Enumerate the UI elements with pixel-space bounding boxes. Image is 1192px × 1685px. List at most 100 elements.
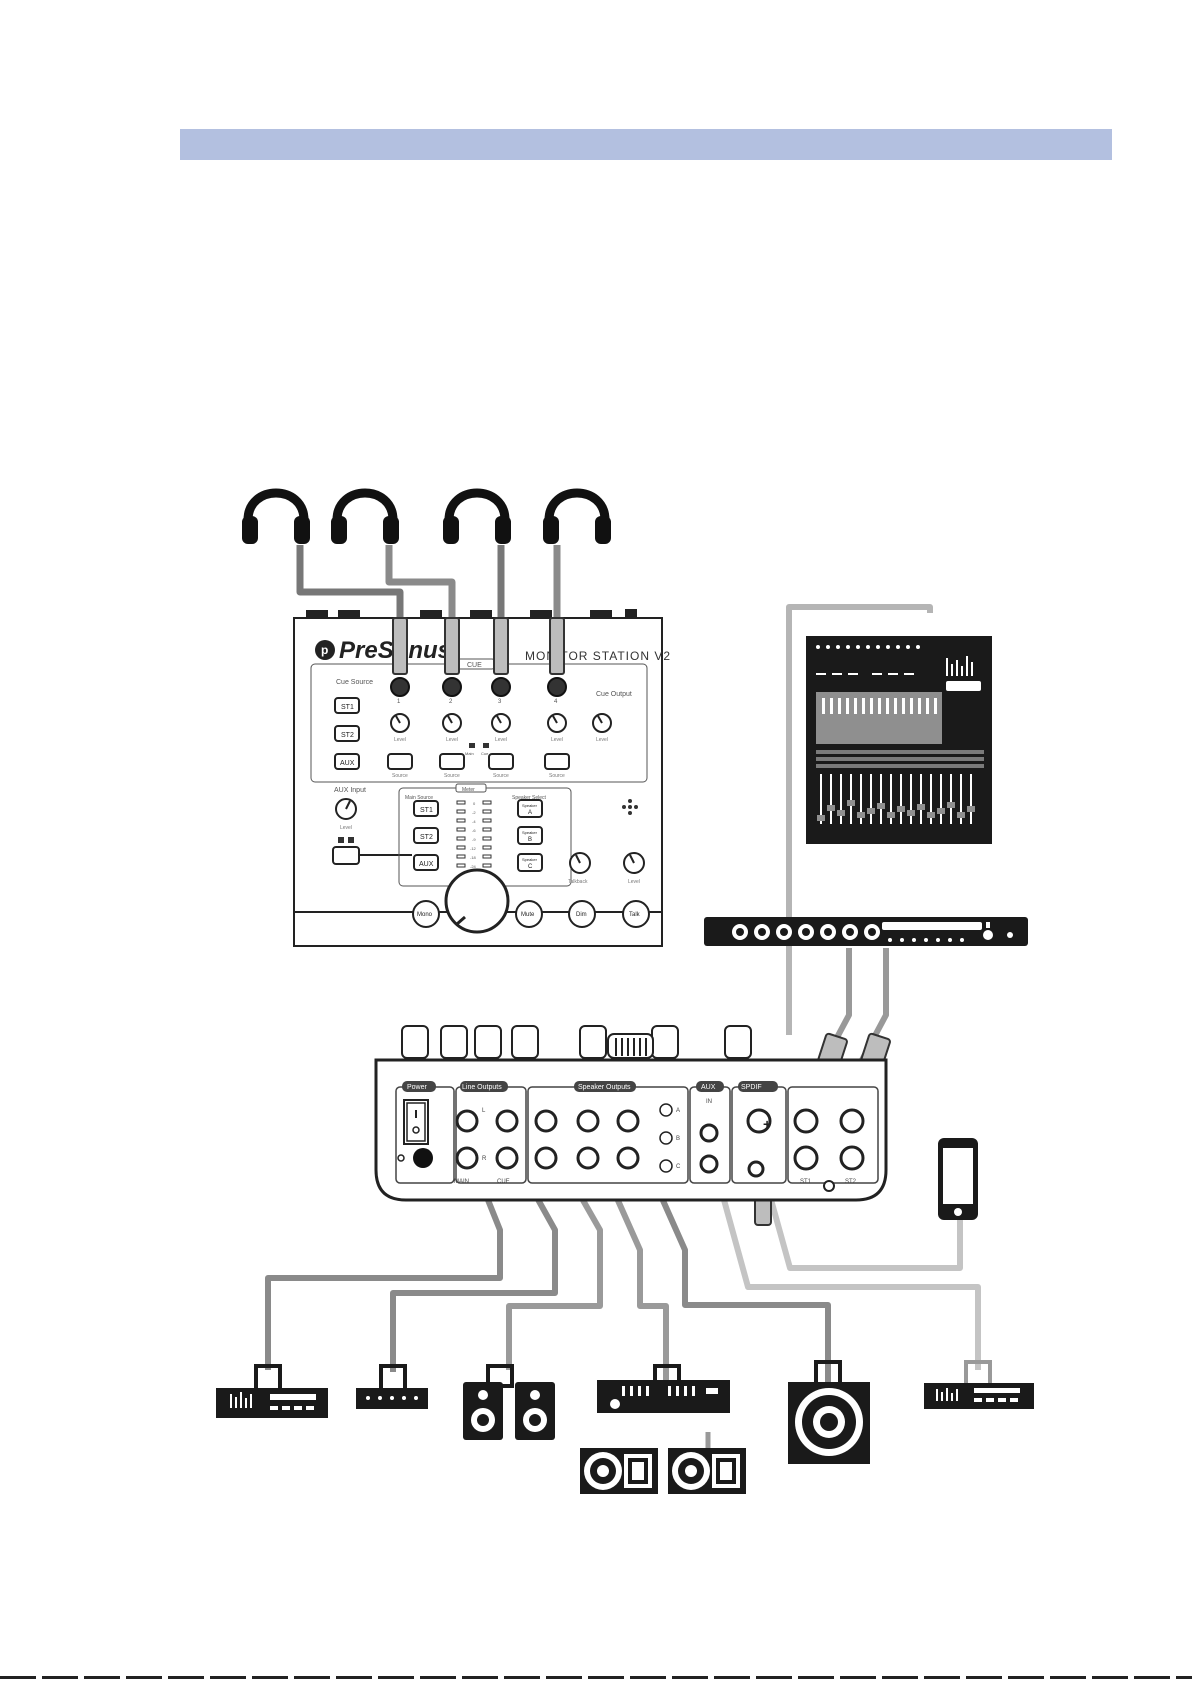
phones-2-source-button[interactable] bbox=[439, 753, 465, 770]
cue-source-st2-button[interactable] bbox=[334, 725, 360, 742]
dim-button[interactable] bbox=[568, 900, 596, 928]
talk-button[interactable] bbox=[622, 900, 650, 928]
svg-text:+: + bbox=[763, 1116, 771, 1132]
headphones-icon bbox=[543, 488, 611, 544]
phones-1-label: 1 bbox=[397, 699, 401, 705]
phones-3-level-label: Level bbox=[495, 737, 507, 743]
speaker-outputs-section-label: Speaker Outputs bbox=[578, 1084, 631, 1091]
phones-2-level-label: Level bbox=[446, 737, 458, 743]
talkback-mic-switch[interactable] bbox=[332, 846, 360, 865]
talkback-knob-label: Talkback bbox=[568, 879, 588, 885]
phones-3-source-label: Source bbox=[493, 773, 509, 779]
svg-text:p: p bbox=[321, 643, 328, 657]
main-source-st2-button[interactable] bbox=[413, 827, 439, 844]
phones-3-label: 3 bbox=[498, 699, 502, 705]
meter-scale-label: 0 bbox=[473, 801, 476, 806]
mono-button[interactable] bbox=[412, 900, 440, 928]
aux-section-label: AUX bbox=[701, 1084, 716, 1091]
rack-processor-icon bbox=[216, 1364, 328, 1418]
phones-1-level-label: Level bbox=[394, 737, 406, 743]
meter-scale-label: -18 bbox=[470, 855, 477, 860]
main-source-aux-button[interactable] bbox=[413, 854, 439, 871]
line-outputs-section-label: Line Outputs bbox=[462, 1084, 502, 1091]
phones-2-source-label: Source bbox=[444, 773, 460, 779]
headphones-icon bbox=[443, 488, 511, 544]
speaker-c-top-label: Speaker bbox=[522, 857, 538, 862]
speaker-c-button[interactable] bbox=[517, 853, 543, 872]
page-footer-rule bbox=[0, 1676, 1192, 1679]
cue-output-level-label: Level bbox=[596, 737, 608, 743]
main-source-label: Main Source bbox=[405, 795, 433, 801]
power-section-label: Power bbox=[407, 1084, 428, 1091]
main-source-st2-label: ST2 bbox=[420, 834, 433, 841]
recorder-unit-icon bbox=[924, 1360, 1034, 1409]
dim-button-label: Dim bbox=[576, 912, 587, 918]
headphones-icon bbox=[331, 488, 399, 544]
speaker-b-trim-knob[interactable] bbox=[659, 1131, 673, 1145]
talkback-mic-icon bbox=[622, 799, 638, 815]
speaker-a-letter: A bbox=[528, 810, 532, 816]
meter-scale-label: -2 bbox=[472, 810, 476, 815]
power-amplifier-icon bbox=[597, 1364, 730, 1413]
phones-4-label: 4 bbox=[554, 699, 558, 705]
speaker-b-button[interactable] bbox=[517, 826, 543, 845]
cue-section-label: CUE bbox=[467, 662, 482, 669]
output-cables bbox=[265, 1158, 981, 1470]
cue-source-aux-button[interactable] bbox=[334, 753, 360, 770]
power-inlet bbox=[413, 1148, 433, 1168]
mute-button[interactable] bbox=[515, 900, 543, 928]
meter-scale-label: -9 bbox=[472, 837, 476, 842]
cue-label: Cue bbox=[481, 751, 489, 756]
cue-source-st1-button[interactable] bbox=[334, 697, 360, 714]
stereo-input-2-label: ST2 bbox=[845, 1179, 857, 1185]
preamp-unit-icon bbox=[356, 1364, 428, 1409]
speaker-c-trim-knob[interactable] bbox=[659, 1159, 673, 1173]
presonus-logo-icon: p bbox=[315, 640, 335, 660]
mono-button-label: Mono bbox=[417, 912, 433, 918]
main-label: Main bbox=[465, 751, 474, 756]
phones-3-source-button[interactable] bbox=[488, 753, 514, 770]
meter-scale-label: -12 bbox=[470, 846, 477, 851]
cue-source-st1-label: ST1 bbox=[341, 704, 354, 711]
phones-2-label: 2 bbox=[449, 699, 453, 705]
talk-button-label: Talk bbox=[629, 912, 641, 918]
spdif-section-label: SPDIF bbox=[741, 1084, 762, 1091]
speaker-b-letter-label: B bbox=[676, 1136, 680, 1142]
section-header-bar bbox=[180, 129, 1112, 160]
speaker-b-letter: B bbox=[528, 837, 532, 843]
model-name: MONITOR STATION V2 bbox=[525, 649, 671, 663]
phones-jacks bbox=[390, 677, 567, 697]
meter-scale-label: -4 bbox=[472, 819, 476, 824]
speaker-b-top-label: Speaker bbox=[522, 830, 538, 835]
cue-output-label: Cue Output bbox=[596, 691, 632, 698]
headphones-icon bbox=[242, 488, 310, 544]
monitor-station-device: p PreSonus MONITOR STATION V2 CUE Cue So… bbox=[293, 609, 671, 947]
speaker-a-top-label: Speaker bbox=[522, 803, 538, 808]
speaker-c-letter: C bbox=[528, 864, 533, 870]
studio-monitors-icon bbox=[463, 1364, 555, 1440]
talk-level-knob-label: Level bbox=[628, 879, 640, 885]
phones-4-source-button[interactable] bbox=[544, 753, 570, 770]
stereo-input-1-label: ST1 bbox=[800, 1179, 812, 1185]
aux-in-label: IN bbox=[706, 1099, 712, 1105]
passive-speakers-icon bbox=[580, 1448, 746, 1494]
speaker-a-letter-label: A bbox=[676, 1108, 680, 1114]
phones-4-level-label: Level bbox=[551, 737, 563, 743]
meter-scale-label: -6 bbox=[472, 828, 476, 833]
main-source-st1-label: ST1 bbox=[420, 807, 433, 814]
cue-source-aux-label: AUX bbox=[340, 760, 355, 767]
mute-button-label: Mute bbox=[521, 912, 535, 918]
speaker-select-label: Speaker Select bbox=[512, 795, 547, 801]
line-output-cue-label: CUE bbox=[497, 1179, 510, 1185]
speaker-a-trim-knob[interactable] bbox=[659, 1103, 673, 1117]
phones-1-source-button[interactable] bbox=[387, 753, 413, 770]
main-volume-knob[interactable] bbox=[444, 868, 510, 934]
main-source-st1-button[interactable] bbox=[413, 800, 439, 817]
level-meter: 0 -2 -4 -6 -9 -12 -18 -24 bbox=[456, 800, 492, 869]
meter-label: Meter bbox=[462, 787, 475, 793]
speaker-a-button[interactable] bbox=[517, 799, 543, 818]
smartphone-icon bbox=[938, 1138, 978, 1220]
cue-source-label: Cue Source bbox=[336, 679, 373, 686]
digital-mixer-icon bbox=[806, 636, 992, 844]
